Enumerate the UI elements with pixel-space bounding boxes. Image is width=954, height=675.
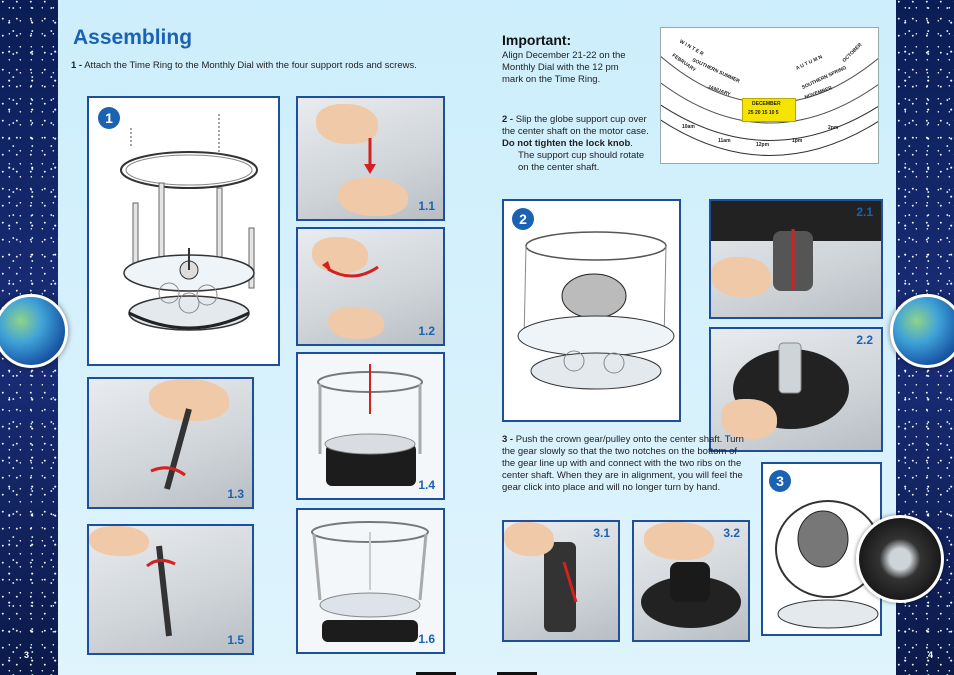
caption-1-6: 1.6 (418, 632, 435, 646)
caption-1-2: 1.2 (418, 324, 435, 338)
photo-3-2: 3.2 (632, 520, 750, 642)
figure-3-diagram: 3 (761, 462, 882, 636)
step2-text-bold: Do not tighten the lock knob (502, 138, 631, 149)
figure-1-badge: 1 (98, 107, 120, 129)
caption-1-1: 1.1 (418, 199, 435, 213)
figure-3-badge: 3 (769, 470, 791, 492)
page-number-left: 3 (24, 650, 30, 660)
divider (416, 672, 456, 675)
dial-time-1pm: 1pm (792, 138, 803, 144)
dial-month-december: DECEMBER (752, 101, 781, 107)
caption-3-2: 3.2 (723, 526, 740, 540)
step2-text-c: The support cup should rotate on the cen… (518, 150, 645, 173)
photo-2-2: 2.2 (709, 327, 883, 452)
globe-image-right (890, 294, 954, 368)
photo-1-6: 1.6 (296, 508, 445, 654)
step1-instruction: 1 - Attach the Time Ring to the Monthly … (71, 60, 446, 72)
page-number-right: 4 (928, 650, 934, 660)
dial-time-2pm: 2pm (828, 125, 839, 131)
step3-instruction: 3 - Push the crown gear/pulley onto the … (502, 434, 747, 494)
photo-1-2: 1.2 (296, 227, 445, 346)
step3-text: Push the crown gear/pulley onto the cent… (502, 434, 744, 493)
dial-time-12pm: 12pm (756, 142, 770, 148)
figure-2-diagram: 2 (502, 199, 681, 422)
photo-1-1: 1.1 (296, 96, 445, 221)
figure-3-detail-inset (856, 515, 944, 603)
assembly-drawing-1 (120, 114, 258, 331)
photo-1-4: 1.4 (296, 352, 445, 500)
photo-1-3: 1.3 (87, 377, 254, 509)
photo-2-1: 2.1 (709, 199, 883, 319)
step1-number: 1 - (71, 60, 83, 71)
photo-3-1: 3.1 (502, 520, 620, 642)
caption-1-4: 1.4 (418, 478, 435, 492)
figure-2-badge: 2 (512, 208, 534, 230)
dial-time-10am: 10am (682, 124, 695, 130)
monthly-dial-diagram (660, 27, 879, 164)
december-highlight (742, 98, 796, 122)
step1-text: Attach the Time Ring to the Monthly Dial… (84, 60, 417, 71)
caption-2-2: 2.2 (856, 333, 873, 347)
step2-text-a: Slip the globe support cup over the cent… (502, 114, 649, 137)
caption-1-5: 1.5 (227, 633, 244, 647)
step2-instruction: 2 - Slip the globe support cup over the … (502, 114, 650, 174)
globe-image-left (0, 294, 68, 368)
caption-1-3: 1.3 (227, 487, 244, 501)
dial-december-days: 25 20 15 10 5 (748, 110, 779, 116)
step3-number: 3 - (502, 434, 514, 445)
figure-1-diagram: 1 (87, 96, 280, 366)
photo-1-5: 1.5 (87, 524, 254, 655)
caption-2-1: 2.1 (856, 205, 873, 219)
divider-right (497, 672, 537, 675)
important-heading: Important: (502, 32, 572, 48)
step2-number: 2 - (502, 114, 514, 125)
caption-3-1: 3.1 (593, 526, 610, 540)
step2-text-b: . (630, 138, 633, 149)
important-text: Align December 21-22 on the Monthly Dial… (502, 50, 626, 85)
page-title: Assembling (73, 26, 193, 49)
dial-time-11am: 11am (718, 138, 731, 144)
